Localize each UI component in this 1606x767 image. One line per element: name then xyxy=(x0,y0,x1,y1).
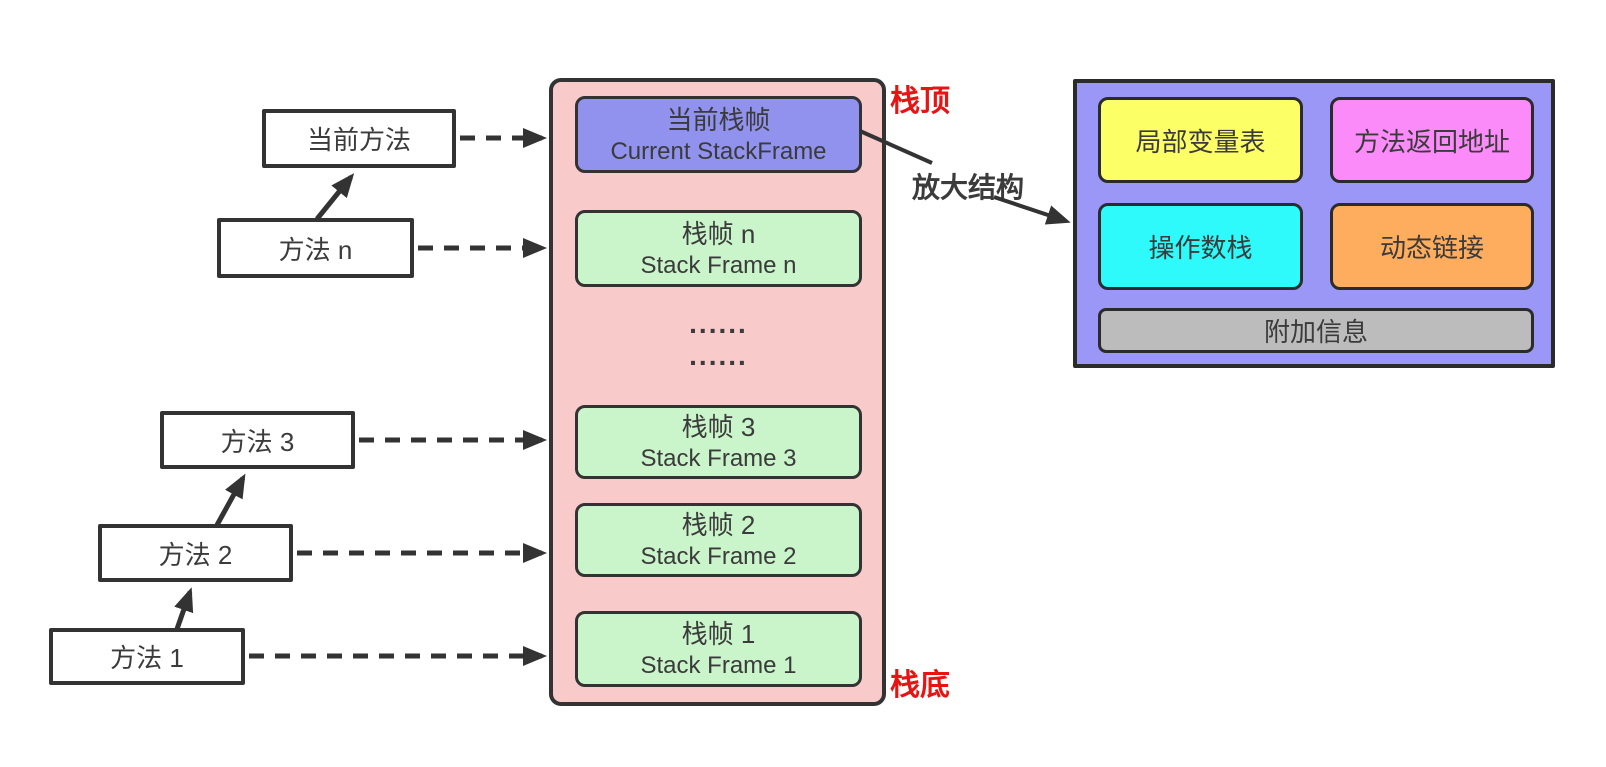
method-box-current: 当前方法 xyxy=(262,109,456,168)
stack-frame-3-label-zh: 栈帧 3 xyxy=(681,412,756,442)
method-label-2: 方法 2 xyxy=(158,539,233,570)
stack-frame-3-label-en: Stack Frame 3 xyxy=(640,445,797,472)
stack-bottom-label: 栈底 xyxy=(890,669,950,702)
dynamic-link-cell: 动态链接 xyxy=(1330,203,1534,290)
call-arrow-method1-to-method2 xyxy=(174,587,194,630)
stack-frame-1-label-en: Stack Frame 1 xyxy=(640,652,797,679)
method-return-address-label: 方法返回地址 xyxy=(1353,126,1510,157)
stack-ellipsis-2: ...... xyxy=(689,340,748,371)
stack-ellipsis-1: ...... xyxy=(689,308,748,339)
stack-top-label: 栈顶 xyxy=(890,85,950,118)
method-label-1: 方法 1 xyxy=(110,643,184,673)
local-variable-table-label: 局部变量表 xyxy=(1135,126,1266,157)
call-arrow-methodn-to-current xyxy=(315,173,355,221)
stack-frame-3-box: 栈帧 3 Stack Frame 3 xyxy=(575,405,862,479)
extra-info-label: 附加信息 xyxy=(1263,317,1368,347)
current-stack-frame-label-en: Current StackFrame xyxy=(610,137,827,165)
stack-frame-1-box: 栈帧 1 Stack Frame 1 xyxy=(575,611,862,687)
stack-frame-n-label-zh: 栈帧 n xyxy=(681,218,756,249)
method-box-3: 方法 3 xyxy=(160,411,355,469)
current-stack-frame-label-zh: 当前栈帧 xyxy=(666,104,771,135)
stack-frame-n-label-en: Stack Frame n xyxy=(640,251,797,279)
method-return-address-cell: 方法返回地址 xyxy=(1330,97,1534,183)
method-box-2: 方法 2 xyxy=(98,524,293,582)
method-label-3: 方法 3 xyxy=(220,426,295,457)
stack-frame-2-label-en: Stack Frame 2 xyxy=(640,543,797,570)
stack-frame-n-box: 栈帧 n Stack Frame n xyxy=(575,210,862,287)
zoom-structure-label: 放大结构 xyxy=(912,172,1025,203)
method-box-1: 方法 1 xyxy=(49,628,245,685)
vm-stack-container xyxy=(549,78,886,706)
current-stack-frame-box: 当前栈帧 Current StackFrame xyxy=(575,96,862,173)
operand-stack-label: 操作数栈 xyxy=(1148,233,1253,263)
stack-frame-2-box: 栈帧 2 Stack Frame 2 xyxy=(575,503,862,577)
dynamic-link-label: 动态链接 xyxy=(1379,233,1484,263)
stack-frame-2-label-zh: 栈帧 2 xyxy=(681,510,756,540)
method-label-current: 当前方法 xyxy=(306,125,411,155)
operand-stack-cell: 操作数栈 xyxy=(1098,203,1303,290)
call-arrow-method2-to-method3 xyxy=(214,473,246,527)
method-label-n: 方法 n xyxy=(278,234,353,265)
method-box-n: 方法 n xyxy=(217,218,414,278)
extra-info-cell: 附加信息 xyxy=(1098,308,1534,353)
local-variable-table-cell: 局部变量表 xyxy=(1098,97,1303,183)
stack-frame-1-label-zh: 栈帧 1 xyxy=(681,619,756,649)
